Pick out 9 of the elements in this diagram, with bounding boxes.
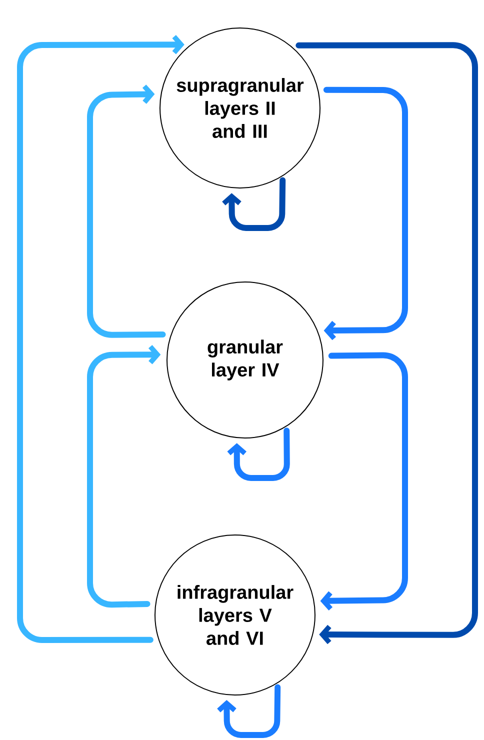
arrow bbox=[217, 684, 281, 738]
arrow bbox=[222, 177, 286, 231]
arrow bbox=[87, 344, 161, 608]
arrow bbox=[323, 86, 408, 340]
arrow bbox=[87, 84, 166, 338]
arrow bbox=[320, 352, 408, 610]
arrow bbox=[227, 428, 290, 481]
arrow bbox=[17, 34, 184, 643]
arrow bbox=[296, 42, 478, 644]
